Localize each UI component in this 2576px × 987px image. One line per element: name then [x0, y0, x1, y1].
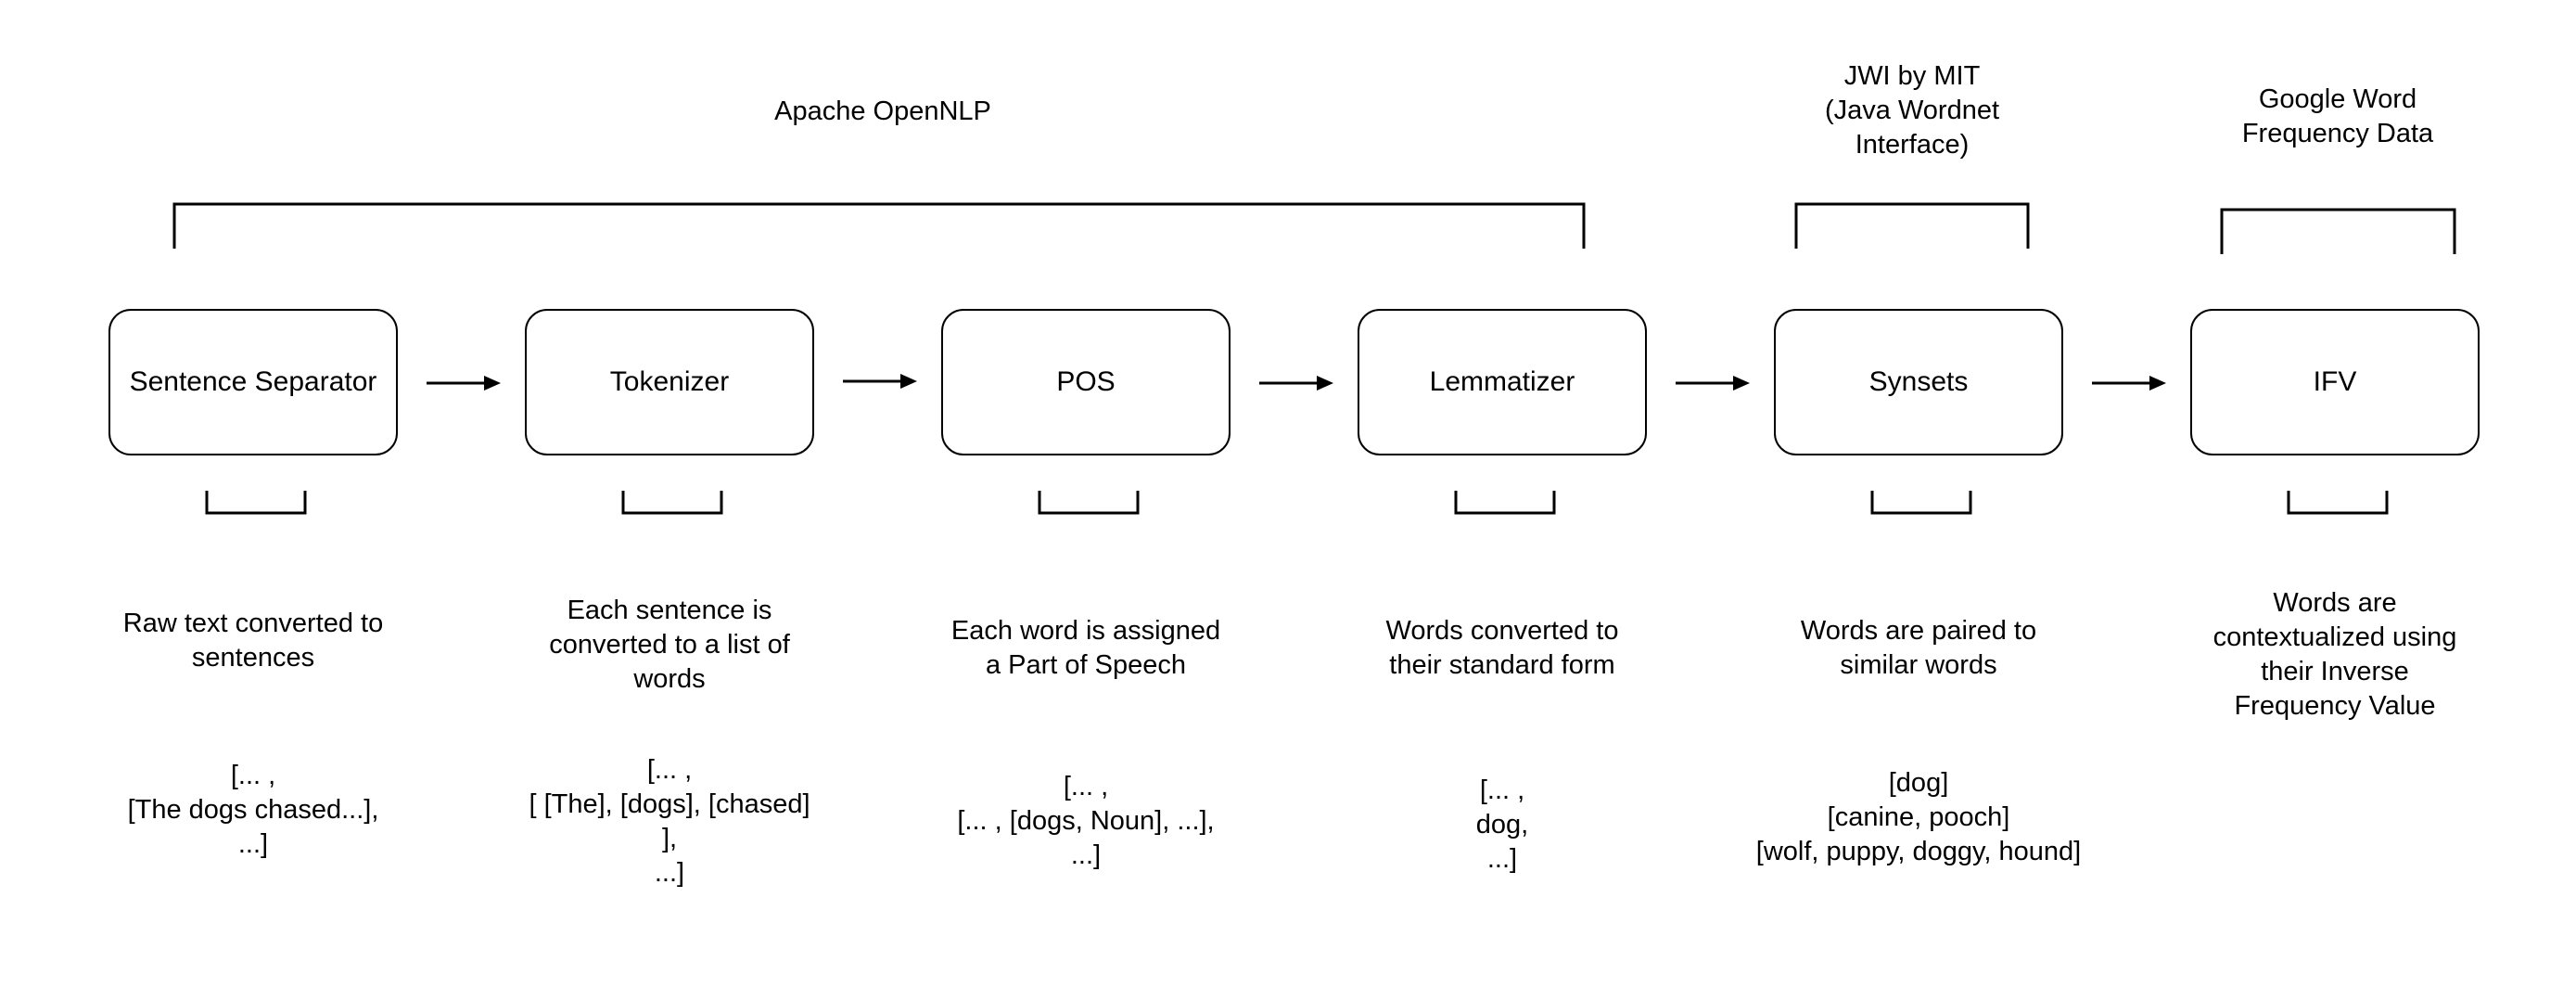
jwi-group-label: JWI by MIT (Java Wordnet Interface)	[1824, 61, 2000, 160]
tokenizer-bottom-bracket	[621, 491, 723, 515]
stage-description-pos: Each word is assigned a Part of Speech	[950, 616, 1221, 680]
stage-description-ifv: Words are contextualized using their Inv…	[2213, 588, 2457, 721]
stage-example-synsets: [dog] [canine, pooch] [wolf, puppy, dogg…	[1755, 768, 2082, 866]
stage-label: POS	[1056, 366, 1116, 397]
pos-bottom-bracket	[1038, 491, 1140, 515]
stage-sentence-separator: Sentence Separator	[108, 309, 398, 455]
stage-tokenizer: Tokenizer	[525, 309, 814, 455]
sentence-separator-bottom-bracket	[205, 491, 307, 515]
stage-example-sentence-separator: [... , [The dogs chased...], ...]	[127, 761, 379, 859]
opennlp-group-label: Apache OpenNLP	[774, 96, 991, 126]
stage-label: Lemmatizer	[1429, 366, 1575, 397]
stage-label: Tokenizer	[609, 366, 730, 397]
opennlp-group-bracket	[172, 202, 1586, 249]
stage-synsets: Synsets	[1774, 309, 2063, 455]
google-group-bracket	[2220, 208, 2456, 254]
stage-example-pos: [... , [... , [dogs, Noun], ...], ...]	[957, 772, 1215, 870]
stage-description-synsets: Words are paired to similar words	[1800, 616, 2037, 680]
arrow-lemmatizer-to-synsets	[1676, 376, 1750, 391]
stage-pos: POS	[941, 309, 1231, 455]
lemmatizer-bottom-bracket	[1454, 491, 1556, 515]
google-group-label: Google Word Frequency Data	[2241, 84, 2434, 148]
arrow-separator-to-tokenizer	[427, 376, 501, 391]
stage-description-lemmatizer: Words converted to their standard form	[1385, 616, 1619, 680]
arrow-tokenizer-to-pos	[843, 374, 917, 389]
stage-lemmatizer: Lemmatizer	[1358, 309, 1647, 455]
stage-label: IFV	[2313, 366, 2357, 397]
stage-ifv: IFV	[2190, 309, 2480, 455]
jwi-group-bracket	[1794, 202, 2030, 249]
stage-label: Sentence Separator	[129, 366, 377, 397]
stage-description-tokenizer: Each sentence is converted to a list of …	[549, 596, 790, 694]
stage-example-tokenizer: [... , [ [The], [dogs], [chased] ], ...]	[529, 755, 810, 888]
stage-description-sentence-separator: Raw text converted to sentences	[122, 609, 384, 673]
arrow-pos-to-lemmatizer	[1259, 376, 1333, 391]
stage-label: Synsets	[1868, 366, 1969, 397]
ifv-bottom-bracket	[2287, 491, 2389, 515]
synsets-bottom-bracket	[1870, 491, 1972, 515]
stage-example-lemmatizer: [... , dog, ...]	[1475, 776, 1529, 874]
arrow-synsets-to-ifv	[2092, 376, 2166, 391]
